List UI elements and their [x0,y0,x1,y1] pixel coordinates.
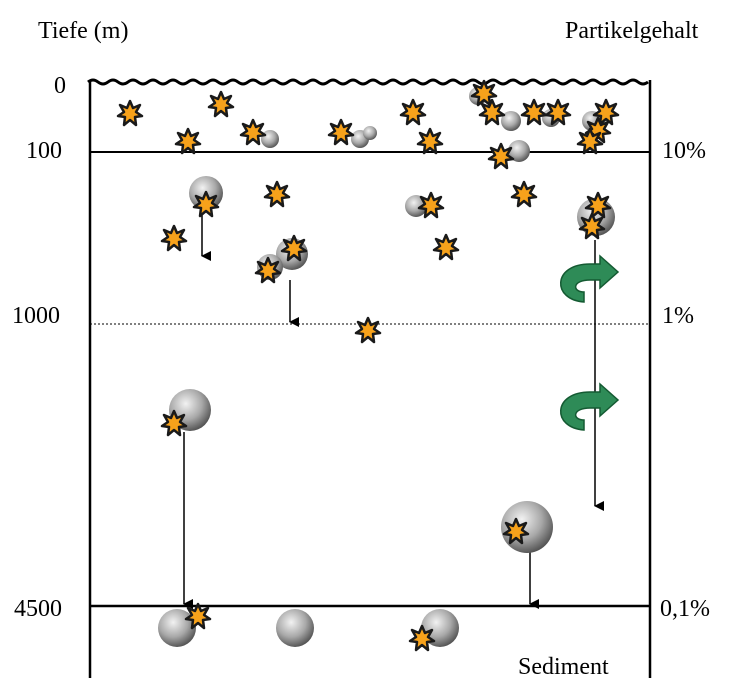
starburst-icon [478,98,506,126]
depth-label-1000: 1000 [12,303,60,329]
starburst-icon [510,180,538,208]
particle-group [158,87,615,647]
starburst-icon [399,98,427,126]
circulation-arrow-icon [560,382,620,431]
particle-icon [508,140,530,162]
particle-icon [405,195,427,217]
starburst-icon [254,256,282,284]
starburst-icon [192,190,220,218]
starburst-icon [576,127,604,155]
starburst-icon [116,99,144,127]
content-label-0-1pct: 0,1% [660,596,710,622]
depth-label-0: 0 [54,73,66,99]
depth-label-4500: 4500 [14,596,62,622]
depth-axis-title: Tiefe (m) [38,18,128,44]
content-label-1pct: 1% [662,303,694,329]
starburst-icon [263,180,291,208]
particle-icon [501,111,521,131]
particle-icon [363,126,377,140]
marker-group [116,79,620,652]
starburst-icon [416,127,444,155]
sea-surface-wave [87,78,649,86]
starburst-icon [207,90,235,118]
depth-label-100: 100 [26,138,62,164]
particle-icon [276,609,314,647]
sediment-label: Sediment [518,654,609,680]
starburst-icon [408,624,436,652]
starburst-icon [160,224,188,252]
starburst-icon [327,118,355,146]
starburst-icon [174,127,202,155]
content-label-10pct: 10% [662,138,706,164]
content-axis-title: Partikelgehalt [565,18,699,44]
starburst-icon [354,316,382,344]
starburst-icon [160,409,188,437]
circulation-arrow-icon [560,254,620,303]
starburst-icon [487,142,515,170]
starburst-icon [432,233,460,261]
